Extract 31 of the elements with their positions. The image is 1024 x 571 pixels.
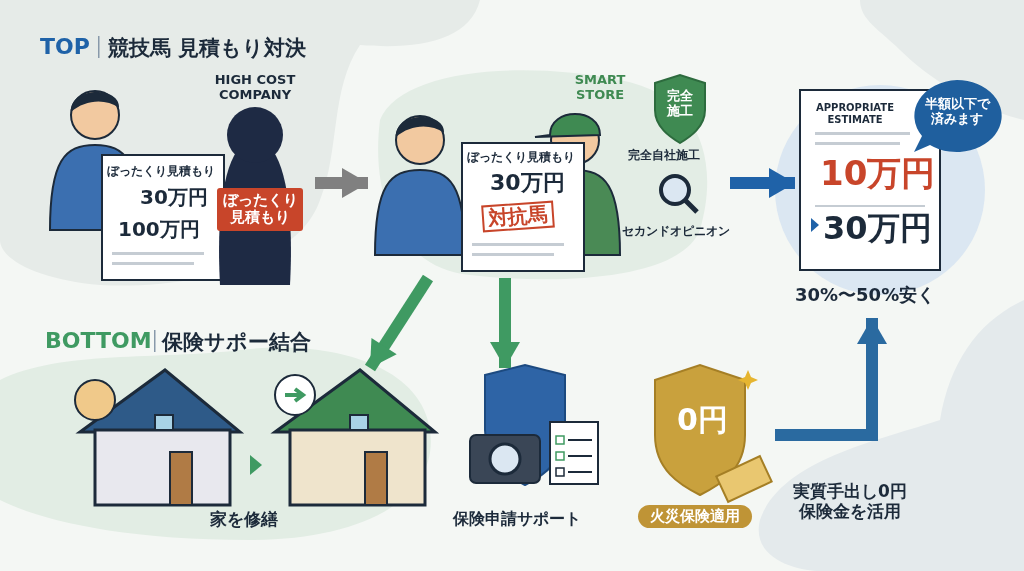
arrow xyxy=(315,168,368,198)
warning-badge: ぼったくり見積もり xyxy=(217,188,303,231)
arrow xyxy=(490,278,520,368)
price-text: 30万円 xyxy=(140,186,208,209)
shield-text: 0円 xyxy=(677,403,728,438)
store-label: SMART STORE xyxy=(573,73,627,103)
arrow xyxy=(775,318,887,441)
section-heading: 競技馬 見積もり対決 xyxy=(108,35,307,62)
result-text: 実質手出し0円保険金を活用 xyxy=(792,482,908,522)
shield-text: 完全施工 xyxy=(666,89,694,119)
estimate-heading: APPROPRIATE ESTIMATE xyxy=(815,102,895,125)
discount-caption: 30%〜50%安く xyxy=(795,285,936,306)
feature-label: 完全自社施工 xyxy=(628,149,700,163)
price-text: 10万円 xyxy=(820,154,936,194)
node-label: 家を修繕 xyxy=(210,510,278,530)
price-text: 30万円 xyxy=(490,170,565,196)
price-text: 30万円 xyxy=(823,210,932,247)
node-label: 保険申請サポート xyxy=(453,510,581,529)
bubble-text: 半額以下で済みます xyxy=(923,97,992,127)
insurance-badge: 火災保険適用 xyxy=(638,505,752,529)
section-heading: TOP xyxy=(40,34,90,59)
price-text: 100万円 xyxy=(118,218,200,241)
arrow xyxy=(730,168,795,198)
arrow xyxy=(364,274,434,372)
section-heading: BOTTOM xyxy=(45,328,152,353)
stamp-text: 対抗馬 xyxy=(481,200,555,233)
estimate-heading: ぼったくり見積もり xyxy=(107,165,215,179)
feature-label: セカンドオピニオン xyxy=(622,225,730,239)
estimate-heading: ぼったくり見積もり xyxy=(467,151,575,165)
section-heading: 保険サポー結合 xyxy=(162,329,311,356)
company-label: HIGH COST COMPANY xyxy=(213,73,297,103)
